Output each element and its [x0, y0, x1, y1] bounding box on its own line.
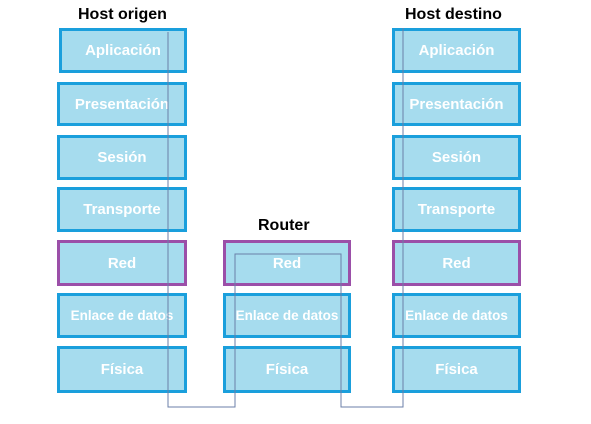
layer-label: Física [265, 361, 309, 378]
layer-label: Física [435, 361, 478, 378]
layer-label: Enlace de datos [235, 308, 339, 323]
router-title: Router [258, 217, 310, 234]
source-layer-transport: Transporte [57, 187, 187, 232]
layer-label: Transporte [417, 201, 496, 218]
source-layer-session: Sesión [57, 135, 187, 180]
layer-label: Enlace de datos [70, 308, 174, 323]
destination-layer-application: Aplicación [392, 28, 521, 73]
layer-label: Física [100, 361, 144, 378]
destination-layer-session: Sesión [392, 135, 521, 180]
destination-layer-transport: Transporte [392, 187, 521, 232]
router-layer-data-link: Enlace de datos [223, 293, 351, 338]
source-layer-data-link: Enlace de datos [57, 293, 187, 338]
layer-label: Presentación [409, 95, 504, 113]
source-host-title: Host origen [78, 6, 167, 23]
source-layer-application: Aplicación [59, 28, 187, 73]
layer-label: Enlace de datos [405, 308, 508, 323]
destination-layer-data-link: Enlace de datos [392, 293, 521, 338]
layer-label: Red [272, 254, 302, 272]
layer-label: Aplicación [418, 42, 495, 59]
layer-label: Presentación [74, 95, 170, 113]
layer-label: Sesión [431, 149, 482, 166]
layer-label: Red [442, 254, 471, 272]
layer-label: Aplicación [85, 42, 161, 59]
router-layer-physical: Física [223, 346, 351, 393]
layer-label: Transporte [83, 201, 161, 218]
destination-layer-network: Red [392, 240, 521, 286]
source-layer-physical: Física [57, 346, 187, 393]
source-layer-presentation: Presentación [57, 82, 187, 126]
destination-layer-presentation: Presentación [392, 82, 521, 126]
layer-label: Red [107, 254, 137, 272]
router-layer-network: Red [223, 240, 351, 286]
source-layer-network: Red [57, 240, 187, 286]
destination-layer-physical: Física [392, 346, 521, 393]
layer-label: Sesión [97, 149, 147, 166]
destination-host-title: Host destino [405, 6, 502, 23]
